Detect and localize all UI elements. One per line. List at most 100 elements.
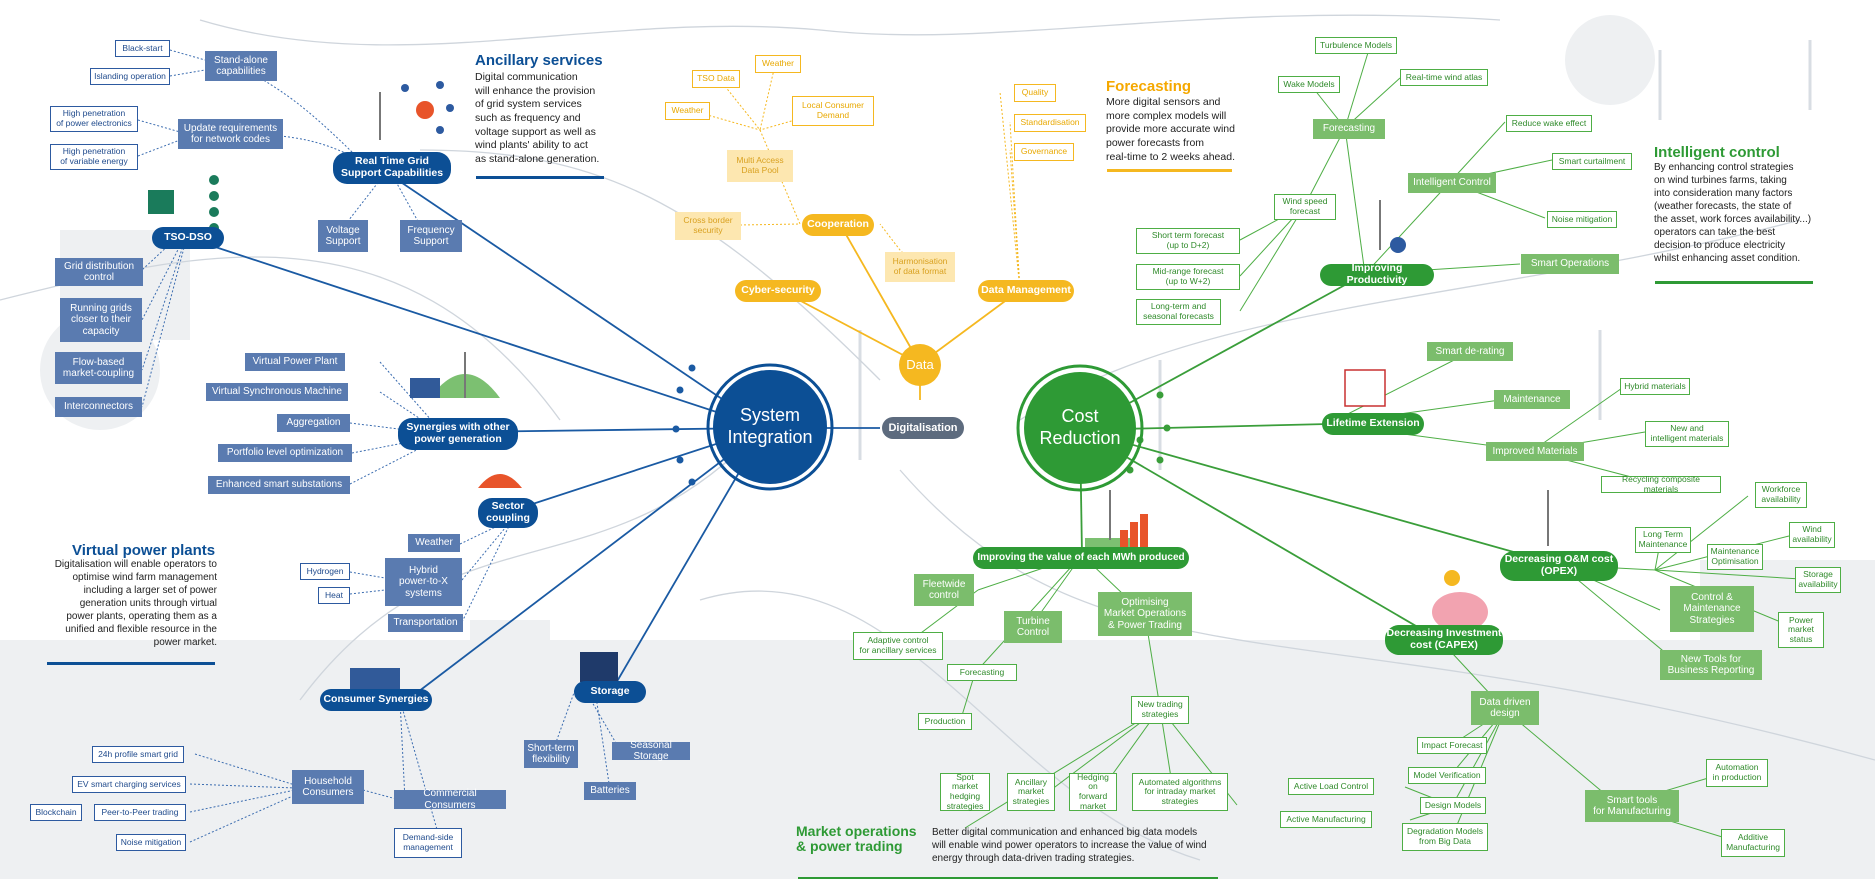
seasonal-storage-node[interactable]: Seasonal Storage bbox=[612, 740, 690, 762]
grid-distribution-node[interactable]: Grid distribution control bbox=[55, 258, 143, 286]
data-driven-node[interactable]: Data driven design bbox=[1471, 691, 1539, 725]
capex-node[interactable]: Decreasing Investment cost (CAPEX) bbox=[1385, 625, 1503, 655]
tso-dso-node[interactable]: TSO-DSO bbox=[152, 227, 224, 249]
realtime-wind-node[interactable]: Real-time wind atlas bbox=[1400, 69, 1488, 86]
ev-charging-node[interactable]: EV smart charging services bbox=[72, 776, 186, 793]
noise-mitigation-node[interactable]: Noise mitigation bbox=[1547, 211, 1617, 228]
wake-models-node[interactable]: Wake Models bbox=[1278, 76, 1340, 93]
workforce-node[interactable]: Workforce availability bbox=[1755, 482, 1807, 508]
commercial-node[interactable]: Commercial Consumers bbox=[394, 788, 506, 811]
smart-derating-node[interactable]: Smart de-rating bbox=[1427, 342, 1513, 361]
p2p-node[interactable]: Peer-to-Peer trading bbox=[94, 804, 186, 821]
governance-node[interactable]: Governance bbox=[1014, 143, 1074, 161]
weather-2-node[interactable]: Weather bbox=[665, 102, 710, 120]
reduce-wake-node[interactable]: Reduce wake effect bbox=[1506, 115, 1592, 132]
frequency-support-node[interactable]: Frequency Support bbox=[400, 220, 462, 252]
production-node[interactable]: Production bbox=[918, 713, 972, 730]
running-grids-node[interactable]: Running grids closer to their capacity bbox=[60, 298, 142, 342]
sector-coupling-node[interactable]: Sector coupling bbox=[478, 498, 538, 528]
grid-support-node[interactable]: Real Time Grid Support Capabilities bbox=[333, 152, 451, 184]
demand-side-node[interactable]: Demand-side management bbox=[394, 828, 462, 858]
noise-node[interactable]: Noise mitigation bbox=[116, 834, 186, 851]
hedging-node[interactable]: Hedging on forward market bbox=[1069, 772, 1117, 811]
update-requirements-node[interactable]: Update requirements for network codes bbox=[178, 119, 283, 149]
virtual-power-plant-node[interactable]: Virtual Power Plant bbox=[245, 353, 345, 371]
power-market-status-node[interactable]: Power market status bbox=[1778, 612, 1824, 648]
optimising-market-node[interactable]: Optimising Market Operations & Power Tra… bbox=[1098, 592, 1192, 636]
spot-market-node[interactable]: Spot market hedging strategies bbox=[940, 772, 990, 811]
digitalisation-node[interactable]: Digitalisation bbox=[882, 417, 964, 439]
smart-curtailment-node[interactable]: Smart curtailment bbox=[1552, 153, 1632, 170]
heat-node[interactable]: Heat bbox=[318, 587, 350, 604]
profile-grid-node[interactable]: 24h profile smart grid bbox=[92, 746, 184, 763]
local-demand-node[interactable]: Local Consumer Demand bbox=[792, 96, 874, 126]
forecasting-node[interactable]: Forecasting bbox=[1313, 119, 1385, 139]
harmonisation-node[interactable]: Harmonisation of data format bbox=[885, 252, 955, 282]
virtual-synchronous-node[interactable]: Virtual Synchronous Machine bbox=[206, 383, 348, 401]
maintenance-node[interactable]: Maintenance bbox=[1494, 390, 1570, 409]
smart-tools-node[interactable]: Smart tools for Manufacturing bbox=[1585, 790, 1679, 822]
improved-materials-node[interactable]: Improved Materials bbox=[1486, 442, 1584, 461]
standalone-node[interactable]: Stand-alone capabilities bbox=[205, 51, 277, 81]
wind-speed-node[interactable]: Wind speed forecast bbox=[1274, 194, 1336, 220]
opex-node[interactable]: Decreasing O&M cost (OPEX) bbox=[1500, 551, 1618, 581]
portfolio-node[interactable]: Portfolio level optimization bbox=[218, 444, 352, 462]
multi-access-node[interactable]: Multi Access Data Pool bbox=[727, 150, 793, 182]
recycling-node[interactable]: Recycling composite materials bbox=[1601, 474, 1721, 493]
household-node[interactable]: Household Consumers bbox=[292, 770, 364, 804]
weather-1-node[interactable]: Weather bbox=[755, 55, 801, 73]
flow-based-node[interactable]: Flow-based market-coupling bbox=[55, 352, 142, 384]
storage-node[interactable]: Storage bbox=[574, 681, 646, 703]
new-tools-node[interactable]: New Tools for Business Reporting bbox=[1660, 650, 1762, 680]
model-verification-node[interactable]: Model Verification bbox=[1408, 767, 1486, 784]
short-term-flex-node[interactable]: Short-term flexibility bbox=[524, 740, 578, 768]
hp-variable-energy-node[interactable]: High penetration of variable energy bbox=[50, 144, 138, 170]
hp-power-electronics-node[interactable]: High penetration of power electronics bbox=[50, 106, 138, 132]
weather-node[interactable]: Weather bbox=[408, 534, 460, 552]
islanding-node[interactable]: Islanding operation bbox=[90, 68, 170, 85]
additive-node[interactable]: Additive Manufacturing bbox=[1721, 829, 1785, 857]
storage-availability-node[interactable]: Storage availability bbox=[1795, 567, 1841, 593]
adaptive-node[interactable]: Adaptive control for ancillary services bbox=[853, 632, 943, 660]
quality-node[interactable]: Quality bbox=[1014, 84, 1056, 102]
consumer-synergies-node[interactable]: Consumer Synergies bbox=[320, 689, 432, 711]
transportation-node[interactable]: Transportation bbox=[388, 614, 463, 632]
fleetwide-node[interactable]: Fleetwide control bbox=[914, 574, 974, 606]
turbulence-node[interactable]: Turbulence Models bbox=[1315, 37, 1397, 54]
long-term-maint-node[interactable]: Long Term Maintenance bbox=[1635, 527, 1691, 553]
black-start-node[interactable]: Black-start bbox=[115, 40, 170, 57]
smart-operations-node[interactable]: Smart Operations bbox=[1521, 254, 1619, 274]
degradation-node[interactable]: Degradation Models from Big Data bbox=[1402, 823, 1488, 851]
ancillary-market-node[interactable]: Ancillary market strategies bbox=[1007, 773, 1055, 811]
cost-reduction-hub[interactable]: Cost Reduction bbox=[1024, 372, 1136, 484]
automation-node[interactable]: Automation in production bbox=[1706, 759, 1768, 787]
data-node[interactable]: Data bbox=[899, 344, 941, 386]
hybrid-materials-node[interactable]: Hybrid materials bbox=[1620, 378, 1690, 395]
system-integration-hub[interactable]: System Integration bbox=[713, 370, 827, 484]
voltage-support-node[interactable]: Voltage Support bbox=[318, 220, 368, 252]
standardisation-node[interactable]: Standardisation bbox=[1014, 114, 1086, 132]
maint-opt-node[interactable]: Maintenance Optimisation bbox=[1707, 544, 1763, 570]
design-models-node[interactable]: Design Models bbox=[1420, 797, 1486, 814]
interconnectors-node[interactable]: Interconnectors bbox=[55, 397, 142, 417]
cyber-security-node[interactable]: Cyber-security bbox=[735, 280, 821, 302]
mid-range-node[interactable]: Mid-range forecast (up to W+2) bbox=[1136, 264, 1240, 290]
control-maint-node[interactable]: Control & Maintenance Strategies bbox=[1670, 586, 1754, 632]
smart-substations-node[interactable]: Enhanced smart substations bbox=[208, 476, 350, 494]
forecasting-2-node[interactable]: Forecasting bbox=[947, 664, 1017, 681]
active-load-node[interactable]: Active Load Control bbox=[1288, 778, 1374, 795]
turbine-control-node[interactable]: Turbine Control bbox=[1004, 611, 1062, 643]
batteries-node[interactable]: Batteries bbox=[584, 782, 636, 800]
hydrogen-node[interactable]: Hydrogen bbox=[300, 563, 350, 580]
wind-availability-node[interactable]: Wind availability bbox=[1789, 522, 1835, 548]
lifetime-extension-node[interactable]: Lifetime Extension bbox=[1322, 413, 1424, 435]
intelligent-control-node[interactable]: Intelligent Control bbox=[1408, 173, 1496, 193]
improving-productivity-node[interactable]: Improving Productivity bbox=[1320, 262, 1434, 286]
synergies-node[interactable]: Synergies with other power generation bbox=[398, 418, 518, 450]
aggregation-node[interactable]: Aggregation bbox=[277, 414, 350, 432]
value-mwh-node[interactable]: Improving the value of each MWh produced bbox=[973, 547, 1189, 569]
short-term-node[interactable]: Short term forecast (up to D+2) bbox=[1136, 228, 1240, 254]
cooperation-node[interactable]: Cooperation bbox=[802, 214, 874, 236]
new-trading-node[interactable]: New trading strategies bbox=[1131, 696, 1189, 724]
long-term-node[interactable]: Long-term and seasonal forecasts bbox=[1136, 299, 1221, 325]
